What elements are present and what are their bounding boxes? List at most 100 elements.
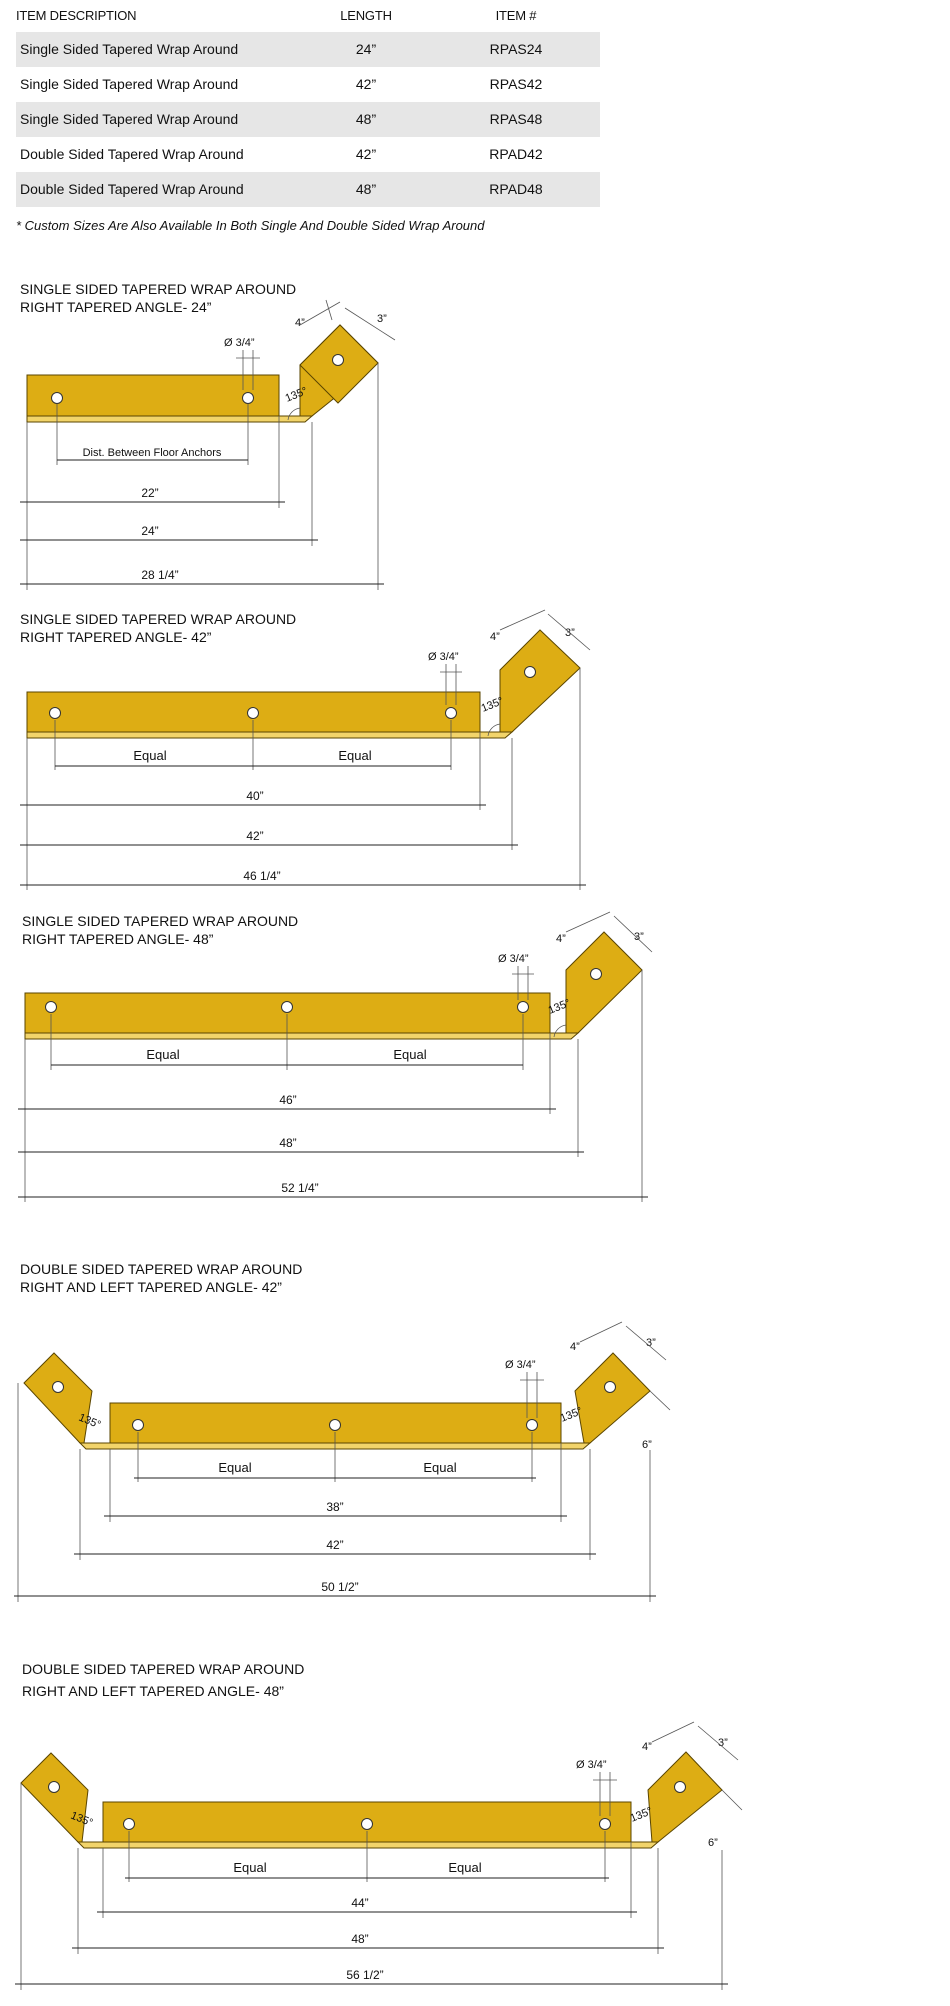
row-description: Double Sided Tapered Wrap Around: [20, 146, 244, 162]
anchor-hole: [123, 1818, 135, 1830]
left-wing: [20, 1752, 89, 1843]
hole-diameter-label: Ø 3/4”: [505, 1359, 536, 1371]
anchor-spacing-label: Dist. Between Floor Anchors: [83, 447, 222, 459]
spec-table: ITEM DESCRIPTION LENGTH ITEM # Single Si…: [16, 6, 600, 207]
anchor-hole: [132, 1419, 144, 1431]
dim-overall: 50 1/2”: [321, 1580, 358, 1594]
anchor-hole: [45, 1001, 57, 1013]
equal-spacing-right: Equal: [423, 1460, 456, 1475]
row-item-number: RPAD48: [489, 181, 543, 197]
diagram-single-48: SINGLE SIDED TAPERED WRAP AROUND RIGHT T…: [18, 911, 653, 1202]
anchor-hole: [48, 1781, 60, 1793]
right-wing: [647, 1751, 723, 1843]
dim-overall: 46 1/4”: [243, 869, 280, 883]
dim-overall: 28 1/4”: [141, 568, 178, 582]
diagram-single-42: SINGLE SIDED TAPERED WRAP AROUND RIGHT T…: [20, 609, 591, 890]
anchor-hole: [590, 968, 602, 980]
anchor-hole: [242, 392, 254, 404]
dim-anchor: 38”: [326, 1500, 343, 1514]
dim-length: 42”: [326, 1538, 343, 1552]
row-description: Single Sided Tapered Wrap Around: [20, 41, 239, 57]
equal-spacing-right: Equal: [448, 1860, 481, 1875]
diagram-subtitle: RIGHT TAPERED ANGLE- 24”: [20, 299, 212, 315]
anchor-hole: [51, 392, 63, 404]
anchor-hole: [332, 354, 344, 366]
diagram-title: DOUBLE SIDED TAPERED WRAP AROUND: [22, 1661, 304, 1677]
spec-table-header: ITEM DESCRIPTION LENGTH ITEM #: [16, 6, 600, 32]
row-item-number: RPAD42: [489, 146, 543, 162]
anchor-hole: [526, 1419, 538, 1431]
anchor-hole: [599, 1818, 611, 1830]
dim-anchor: 22”: [141, 486, 158, 500]
diagram-title: SINGLE SIDED TAPERED WRAP AROUND: [22, 913, 298, 929]
equal-spacing-left: Equal: [218, 1460, 251, 1475]
anchor-hole: [49, 707, 61, 719]
dim-overall: 56 1/2”: [346, 1968, 383, 1982]
right-wing: [499, 629, 581, 733]
row-length: 24”: [355, 41, 377, 57]
anchor-hole: [524, 666, 536, 678]
wing-diagonal-label: 6”: [642, 1439, 652, 1451]
table-row: Double Sided Tapered Wrap Around 42” RPA…: [16, 137, 600, 172]
row-length: 42”: [355, 76, 377, 92]
row-description: Single Sided Tapered Wrap Around: [20, 76, 239, 92]
row-item-number: RPAS42: [489, 76, 543, 92]
diagram-title: SINGLE SIDED TAPERED WRAP AROUND: [20, 611, 296, 627]
dim-overall: 52 1/4”: [281, 1181, 318, 1195]
header-length: LENGTH: [340, 8, 392, 23]
row-description: Single Sided Tapered Wrap Around: [20, 111, 239, 127]
base-plate: [26, 731, 514, 739]
anchor-hole: [674, 1781, 686, 1793]
anchor-hole: [247, 707, 259, 719]
diagram-subtitle: RIGHT TAPERED ANGLE- 42”: [20, 629, 212, 645]
dim-length: 24”: [141, 524, 158, 538]
base-plate: [26, 415, 314, 423]
right-wing: [574, 1352, 651, 1444]
diagram-title: SINGLE SIDED TAPERED WRAP AROUND: [20, 281, 296, 297]
diagram-double-48: DOUBLE SIDED TAPERED WRAP AROUND RIGHT A…: [15, 1661, 743, 1990]
anchor-hole: [361, 1818, 373, 1830]
anchor-hole: [52, 1381, 64, 1393]
diagram-title: DOUBLE SIDED TAPERED WRAP AROUND: [20, 1261, 302, 1277]
main-bar: [26, 374, 280, 417]
hole-diameter-label: Ø 3/4”: [498, 953, 529, 965]
hole-diameter-label: Ø 3/4”: [576, 1759, 607, 1771]
header-item-number: ITEM #: [495, 8, 537, 23]
main-bar: [24, 992, 551, 1034]
row-length: 48”: [355, 181, 377, 197]
hole-diameter-label: Ø 3/4”: [224, 337, 255, 349]
anchor-hole: [281, 1001, 293, 1013]
row-description: Double Sided Tapered Wrap Around: [20, 181, 244, 197]
wing-width-label: 4”: [490, 631, 500, 643]
table-row: Double Sided Tapered Wrap Around 48” RPA…: [16, 172, 600, 207]
diagram-subtitle: RIGHT TAPERED ANGLE- 48”: [22, 931, 214, 947]
anchor-hole: [329, 1419, 341, 1431]
base-plate: [76, 1841, 660, 1849]
base-plate: [24, 1032, 580, 1040]
custom-sizes-footnote: * Custom Sizes Are Also Available In Bot…: [16, 218, 485, 233]
anchor-hole: [445, 707, 457, 719]
wing-width-label: 4”: [556, 933, 566, 945]
wing-width-label: 4”: [295, 317, 305, 329]
dim-length: 48”: [351, 1932, 368, 1946]
dim-length: 42”: [246, 829, 263, 843]
equal-spacing-left: Equal: [233, 1860, 266, 1875]
wing-depth-label: 3”: [377, 313, 387, 325]
table-row: Single Sided Tapered Wrap Around 48” RPA…: [16, 102, 600, 137]
wing-depth-label: 3”: [646, 1337, 656, 1349]
wing-depth-label: 3”: [718, 1737, 728, 1749]
anchor-hole: [517, 1001, 529, 1013]
wing-width-label: 4”: [642, 1741, 652, 1753]
row-length: 42”: [355, 146, 377, 162]
diagram-subtitle: RIGHT AND LEFT TAPERED ANGLE- 42”: [20, 1279, 282, 1295]
diagram-single-24: SINGLE SIDED TAPERED WRAP AROUND RIGHT T…: [20, 281, 396, 590]
dim-anchor: 40”: [246, 789, 263, 803]
equal-spacing-left: Equal: [133, 748, 166, 763]
anchor-hole: [604, 1381, 616, 1393]
equal-spacing-right: Equal: [338, 748, 371, 763]
equal-spacing-right: Equal: [393, 1047, 426, 1062]
dim-length: 48”: [279, 1136, 296, 1150]
table-row: Single Sided Tapered Wrap Around 42” RPA…: [16, 67, 600, 102]
left-wing: [23, 1352, 93, 1444]
